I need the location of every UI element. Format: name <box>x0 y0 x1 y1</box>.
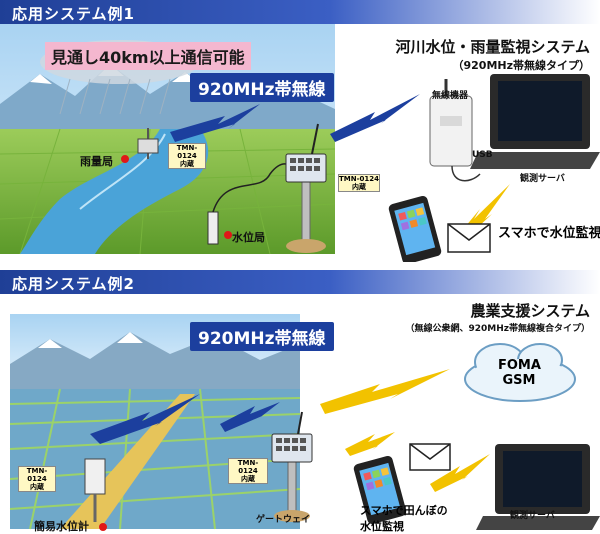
lightning-bolt-2 <box>330 94 420 142</box>
system-subtitle-2: （無線公衆網、920MHz帯無線複合タイプ） <box>405 324 590 334</box>
system-title-2: 農業支援システム <box>470 302 590 320</box>
simple-gauge-device <box>84 458 107 531</box>
simple-gauge-marker <box>99 523 107 531</box>
smartphone-2 <box>353 456 407 524</box>
server-label-1: 観測サーバ <box>520 174 565 184</box>
lightning-bolt-7 <box>345 432 395 456</box>
mail-icon-2 <box>409 443 451 471</box>
example2-header: 応用システム例2 <box>0 270 600 294</box>
band-label-1: 920MHz帯無線 <box>190 73 334 102</box>
system-subtitle-1: （920MHz帯無線タイプ） <box>452 59 590 72</box>
band-label-2: 920MHz帯無線 <box>190 322 334 351</box>
laptop-2 <box>476 444 600 530</box>
example1-panel: 応用システム例1 <box>0 0 600 262</box>
usb-label: USB <box>472 150 493 160</box>
lightning-bolt-6 <box>320 369 450 414</box>
rain-station-label: 雨量局 <box>80 155 113 168</box>
laptop-1 <box>470 74 600 169</box>
example1-header: 応用システム例1 <box>0 0 600 24</box>
gateway-pole <box>271 411 313 522</box>
mail-icon <box>447 223 491 253</box>
lightning-bolt-5 <box>220 402 280 432</box>
simple-gauge-label: 簡易水位計 <box>34 520 89 533</box>
rain-station-device <box>121 128 159 163</box>
water-station-label: 水位局 <box>232 231 265 244</box>
smartphone-caption-2: スマホで田んぼの 水位監視 <box>360 504 448 533</box>
water-station-marker <box>224 231 232 239</box>
example2-scene <box>9 314 600 531</box>
mountains <box>0 64 335 144</box>
lightning-bolt-1 <box>170 104 260 142</box>
smartphone-caption-1: スマホで水位監視 <box>498 226 600 241</box>
device-label: 無線機器 <box>432 91 469 101</box>
smartphone-1 <box>388 196 442 262</box>
example2-panel: 応用システム例2 <box>0 270 600 533</box>
cloud-label: FOMA GSM <box>498 358 541 388</box>
server-label-2: 観測サーバ <box>510 511 555 521</box>
rain-station-marker <box>121 155 129 163</box>
gateway-label: ゲートウェイ <box>256 515 311 525</box>
range-banner: 見通し40km以上通信可能 <box>45 42 251 70</box>
river <box>20 129 209 254</box>
lightning-bolt-8 <box>430 454 490 492</box>
lightning-bolt-4 <box>90 394 200 444</box>
cloud-icon <box>464 343 576 402</box>
wireless-device <box>429 79 481 182</box>
repeater-pole <box>285 123 327 253</box>
system-title-1: 河川水位・雨量監視システム <box>395 38 590 56</box>
